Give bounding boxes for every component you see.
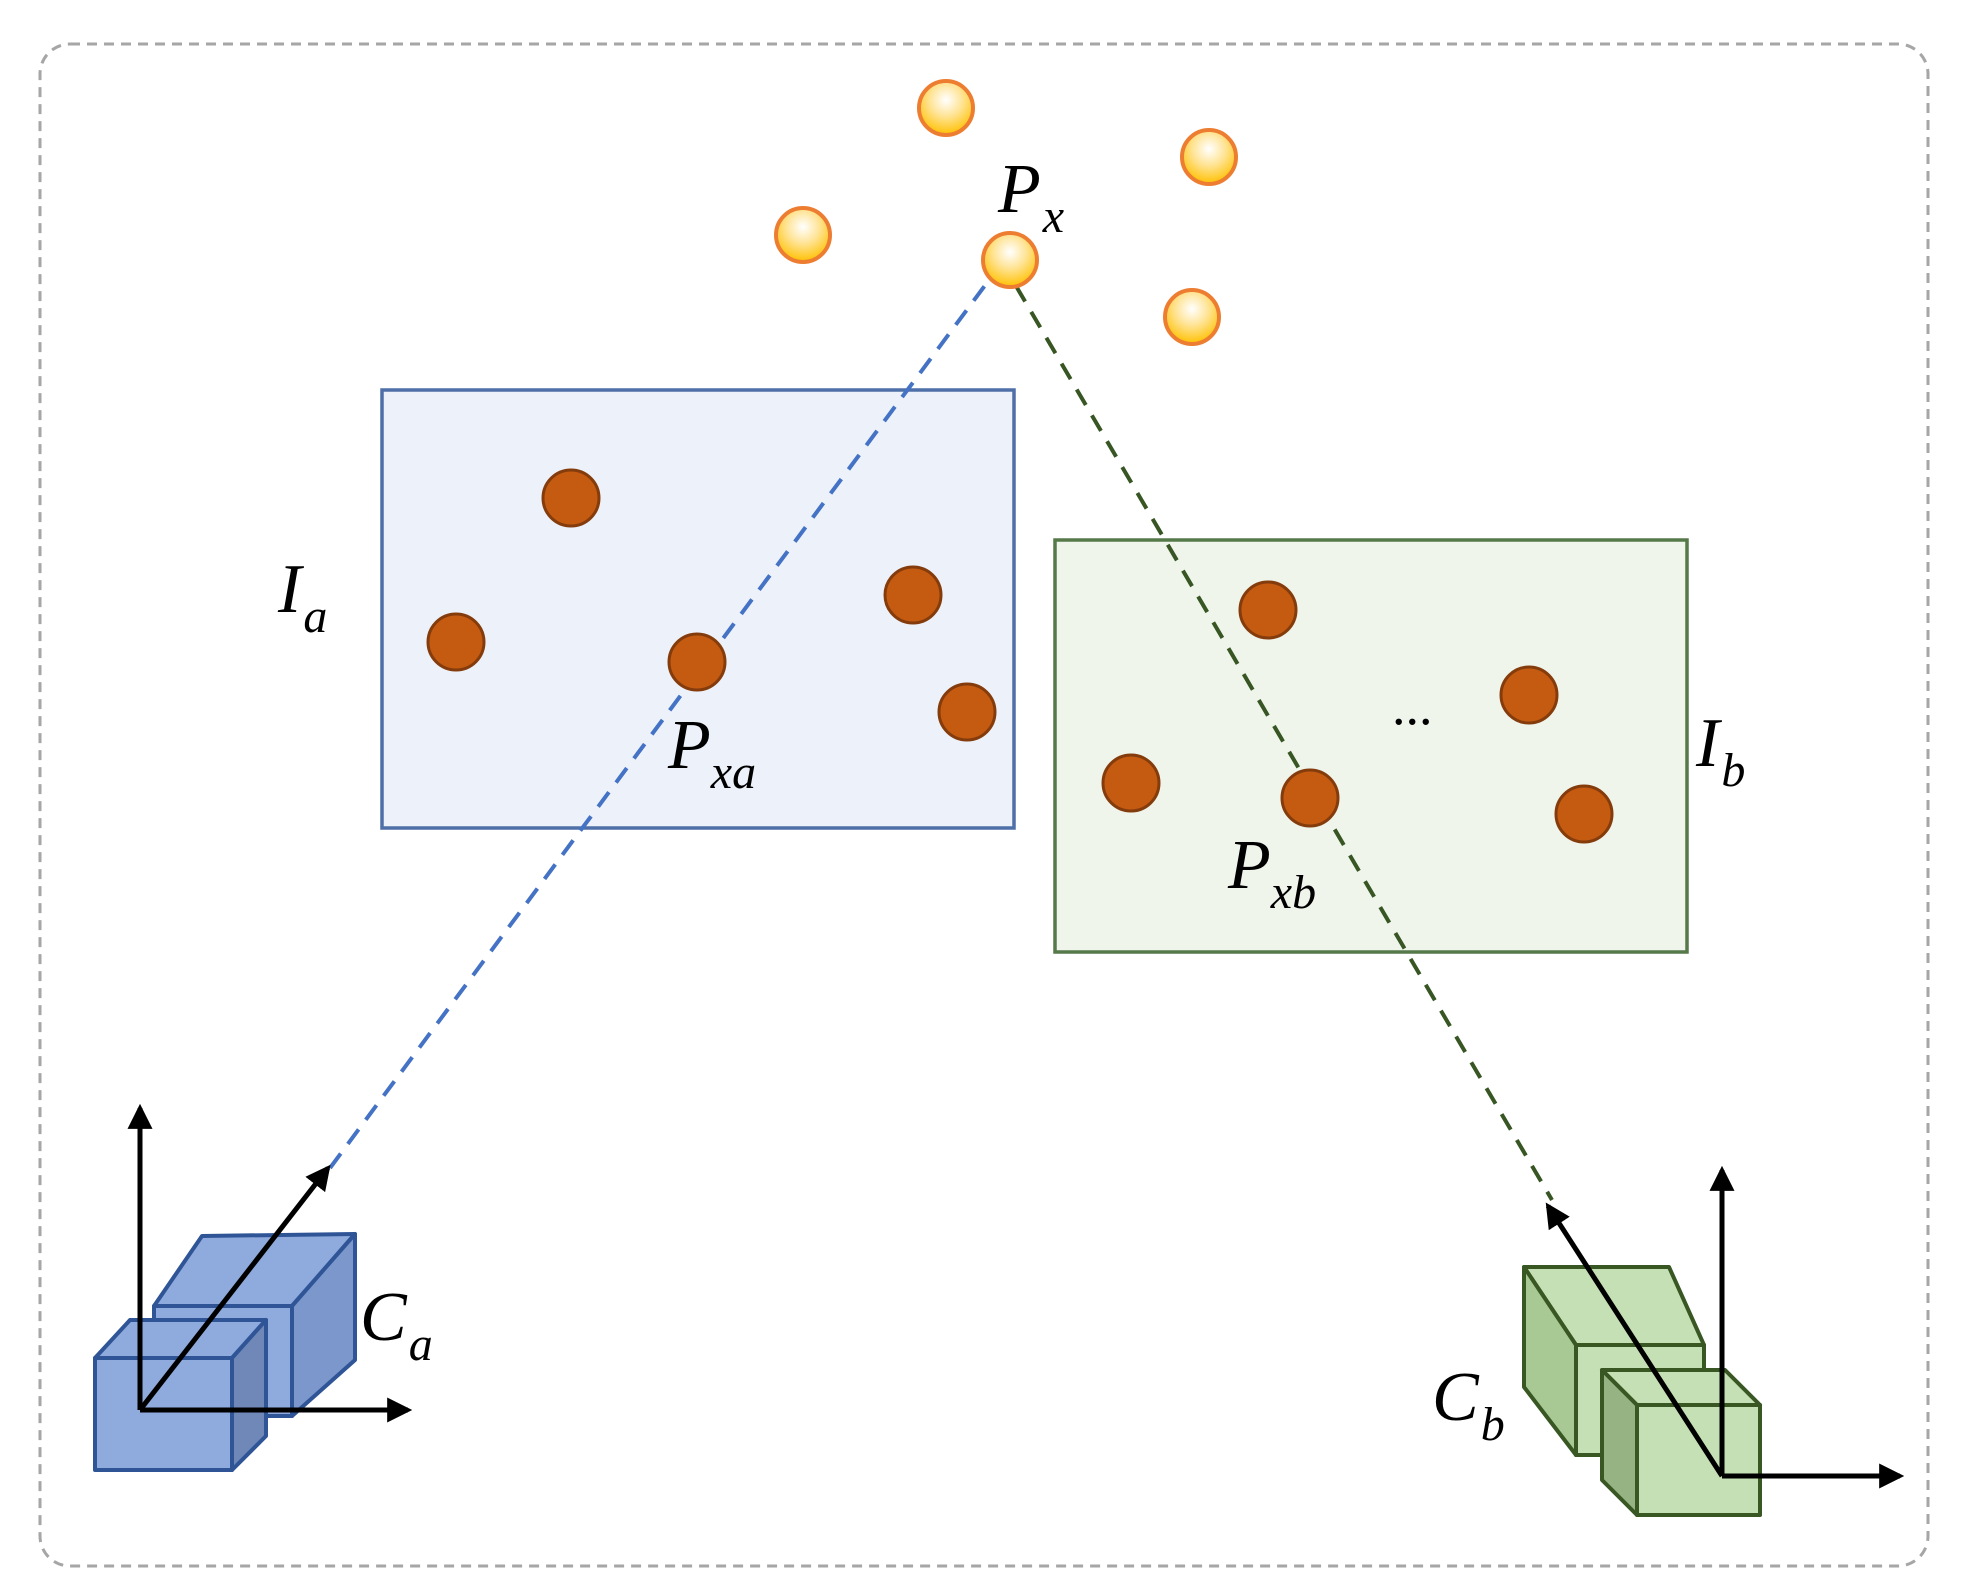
world-point [1163, 288, 1221, 346]
feature-point-pxa [667, 632, 727, 692]
world-point [917, 79, 975, 137]
label-camera-b: Cb [1432, 1359, 1505, 1451]
world-point-px [981, 231, 1039, 289]
label-projection-b: Pxb [1227, 827, 1316, 919]
world-points [774, 79, 1238, 346]
feature-point-pxb [1280, 768, 1340, 828]
feature-point [1101, 753, 1161, 813]
feature-point [1238, 580, 1298, 640]
feature-point [541, 468, 601, 528]
feature-point [883, 565, 943, 625]
ellipsis-text: ... [1392, 676, 1433, 736]
label-image-b: Ib [1695, 705, 1745, 797]
feature-point [1554, 784, 1614, 844]
world-point [1180, 128, 1238, 186]
outer-frame [38, 42, 1930, 1568]
camera-a-axes [127, 1103, 413, 1423]
label-camera-a: Ca [360, 1279, 433, 1371]
image-plane-b [1053, 538, 1689, 954]
camera-b-axes [1545, 1165, 1905, 1489]
world-point [774, 206, 832, 264]
camera-a-icon [93, 1232, 357, 1472]
feature-point [937, 682, 997, 742]
feature-point [1499, 665, 1559, 725]
image-a-features [426, 468, 997, 742]
camera-b-axis-depth [1545, 1202, 1725, 1478]
projection-ray-b [1014, 284, 1554, 1202]
image-b-features [1101, 580, 1614, 844]
label-world-point: Px [997, 151, 1064, 243]
feature-point [426, 612, 486, 672]
projection-ray-a [328, 274, 994, 1170]
label-projection-a: Pxa [667, 707, 756, 799]
label-image-a: Ia [277, 551, 327, 643]
camera-a-axis-depth [138, 1164, 331, 1412]
